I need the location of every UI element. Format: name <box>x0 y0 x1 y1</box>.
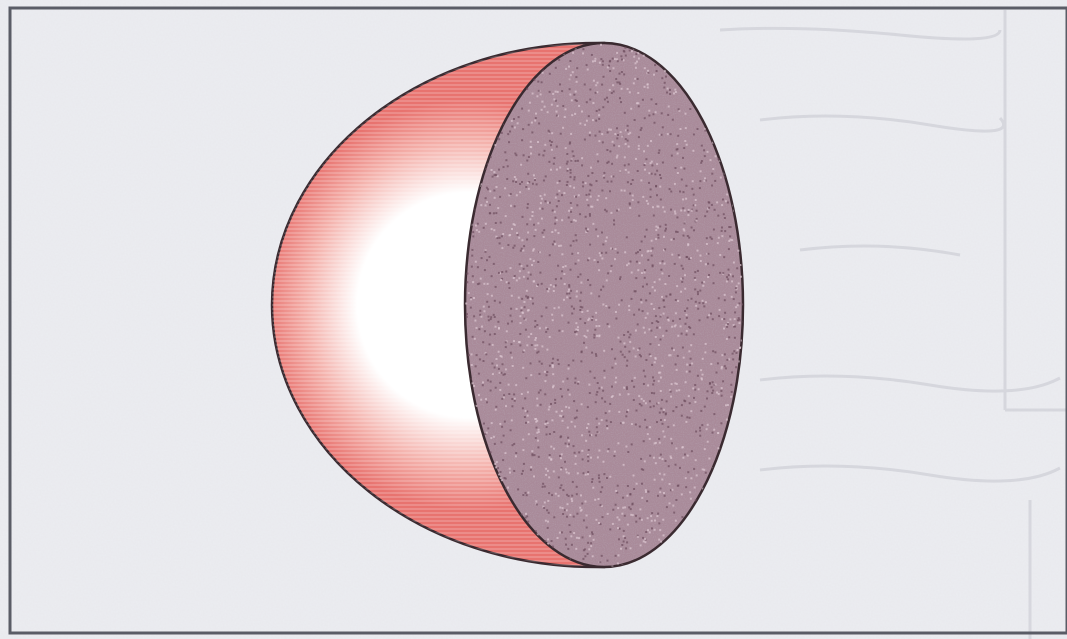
hemisphere-diagram <box>0 0 1067 639</box>
figure-frame <box>0 0 1067 639</box>
